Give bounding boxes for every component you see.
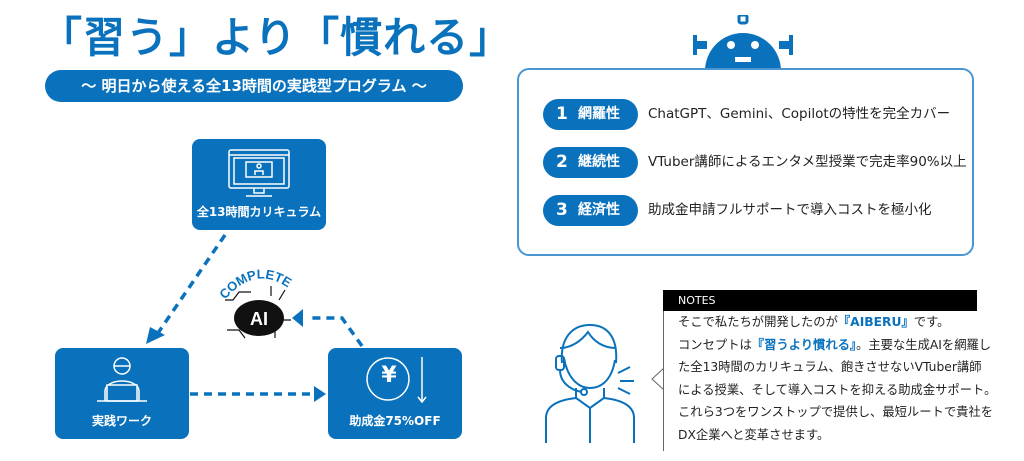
yen-down-icon: [366, 357, 427, 404]
notes-text: コンセプトは: [678, 337, 752, 352]
notes-text: た全13時間のカリキュラム、飽きさせないVTuber講師: [678, 360, 982, 374]
practice-label: 実践ワーク: [91, 414, 152, 428]
complete-badge: COMPLETE: [216, 266, 294, 301]
arrow-curriculum-to-practice: [156, 234, 227, 334]
subsidy-card: ¥ 助成金75%OFF: [328, 348, 462, 439]
product-name: 『AIBERU』: [837, 315, 914, 329]
concept-highlight: 『習うより慣れる』: [751, 337, 857, 352]
arrow-subsidy-to-ai: [310, 316, 364, 348]
notes-text: です。: [913, 315, 950, 329]
speech-pointer: [651, 368, 665, 390]
feature-badge-1: 1 網羅性: [543, 99, 638, 130]
notes-text: 。主要な生成AIを網羅し: [856, 337, 992, 352]
person-laptop-icon: [97, 357, 147, 402]
cycle-arrows: [146, 234, 364, 402]
operator-headset-icon: [545, 323, 635, 443]
feature-badge-3: 3 経済性: [543, 195, 638, 226]
yen-symbol: ¥: [381, 363, 397, 388]
feature-number: 3: [556, 200, 568, 220]
practice-card: 実践ワーク: [55, 348, 189, 439]
notes-body: そこで私たちが開発したのが『AIBERU』です。 コンセプトは『習うより慣れる』…: [663, 311, 997, 451]
robot-icon: [693, 15, 793, 71]
feature-label: 網羅性: [578, 106, 620, 122]
notes-text: そこで私たちが開発したのが: [678, 315, 838, 329]
curriculum-card: 全13時間カリキュラム: [192, 139, 326, 230]
monitor-icon: [228, 149, 290, 197]
complete-text: COMPLETE: [216, 266, 294, 301]
curriculum-label: 全13時間カリキュラム: [196, 205, 322, 219]
feature-text-1: ChatGPT、Gemini、Copilotの特性を完全カバー: [648, 106, 951, 122]
notes-text: これら3つをワンストップで提供し、最短ルートで貴社を: [678, 405, 994, 419]
notes-header: NOTES: [663, 290, 977, 311]
feature-text-3: 助成金申請フルサポートで導入コストを極小化: [648, 202, 932, 218]
svg-text:COMPLETE: COMPLETE: [216, 266, 294, 301]
feature-number: 2: [556, 152, 568, 172]
notes-text: による授業、そして導入コストを抑える助成金サポート。: [678, 382, 997, 397]
feature-text-2: VTuber講師によるエンタメ型授業で完走率90%以上: [648, 154, 967, 170]
feature-label: 継続性: [578, 154, 620, 170]
feature-number: 1: [556, 104, 568, 124]
ai-text: AI: [250, 309, 268, 329]
feature-label: 経済性: [578, 202, 620, 218]
page-title: 「習う」より「慣れる」: [40, 13, 513, 62]
subtitle-banner: ～ 明日から使える全13時間の実践型プログラム ～: [45, 70, 463, 102]
subsidy-label: 助成金75%OFF: [349, 414, 441, 428]
feature-badge-2: 2 継続性: [543, 147, 638, 178]
notes-text: DX企業へと変革させます。: [678, 427, 830, 442]
ai-brain-icon: AI: [225, 286, 291, 339]
